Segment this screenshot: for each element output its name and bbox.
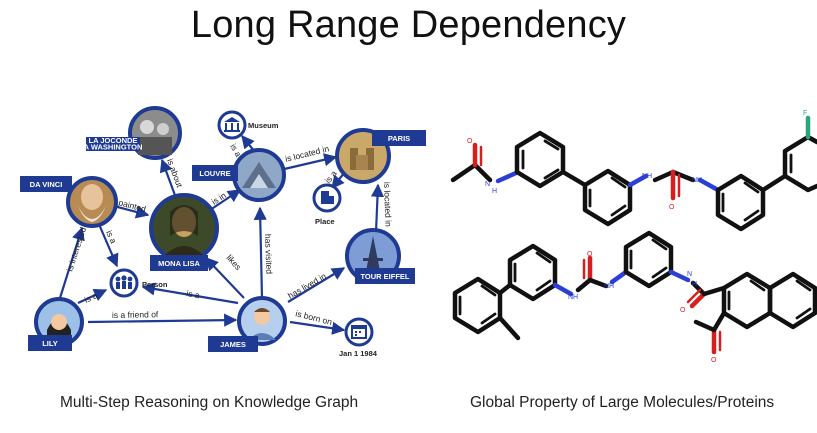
date-label: Jan 1 1984 xyxy=(339,349,378,358)
edge-james-monalisa xyxy=(205,257,245,299)
slide-title: Long Range Dependency xyxy=(190,4,627,46)
edge-james-eiffel xyxy=(287,267,346,303)
knowledge-graph: is interested in painted is a is about i… xyxy=(20,106,426,358)
benzene-ring-4 xyxy=(782,134,817,179)
caption-molecules: Global Property of Large Molecules/Prote… xyxy=(470,394,775,411)
benzene-ring-1 xyxy=(514,130,566,189)
museum-icon xyxy=(224,117,240,132)
edge-label-is-about: is about xyxy=(165,157,185,189)
molecule-bottom xyxy=(452,230,817,355)
edge-monalisa-louvre xyxy=(209,189,242,211)
edge-louvre-paris xyxy=(279,153,338,172)
joconde-label-line1: LA JOCONDE xyxy=(89,136,138,145)
edge-label-has-lived-in: has lived in xyxy=(286,271,328,301)
molecule-bottom-atoms: NH NH O N H O O xyxy=(568,251,717,364)
node-da-vinci: DA VINCI xyxy=(20,176,118,228)
atom-o4: O xyxy=(680,307,686,314)
edge-davinci-person xyxy=(96,221,119,268)
node-paris: PARIS xyxy=(335,128,426,184)
edge-james-date xyxy=(289,320,346,335)
edge-lily-person xyxy=(77,289,108,304)
calendar-icon xyxy=(351,325,367,339)
edge-james-louvre xyxy=(253,206,267,299)
node-lily: LILY xyxy=(28,297,84,351)
atom-n2: N xyxy=(687,271,692,278)
node-museum: Museum xyxy=(217,110,279,140)
edge-monalisa-joconde xyxy=(159,158,178,199)
edge-label-is-in: is in xyxy=(210,190,228,207)
atom-o5: O xyxy=(711,357,717,364)
atom-o1: O xyxy=(467,138,473,145)
museum-label: Museum xyxy=(248,121,279,130)
da-vinci-label: DA VINCI xyxy=(30,180,63,189)
node-mona-lisa: MONA LISA xyxy=(149,193,219,271)
caption-knowledge-graph: Multi-Step Reasoning on Knowledge Graph xyxy=(60,394,359,411)
node-tour-eiffel: TOUR EIFFEL xyxy=(345,228,415,284)
acetyl-chain xyxy=(450,162,493,183)
naphthalene-ring-b xyxy=(767,271,817,330)
james-label: JAMES xyxy=(220,340,246,349)
naphthalene-ring-a xyxy=(721,271,773,330)
edge-james-person xyxy=(141,282,239,305)
atom-nh2: NH xyxy=(692,177,702,184)
node-date: Jan 1 1984 xyxy=(339,317,378,358)
benzene-ring-3 xyxy=(715,173,766,232)
atom-h1: H xyxy=(492,188,497,195)
edge-label-likes: likes xyxy=(225,253,244,272)
molecule-top xyxy=(450,115,817,232)
benzene-ring-5 xyxy=(452,276,503,335)
node-joconde: LA JOCONDE A WASHINGTON xyxy=(84,106,182,160)
atom-nh1: NH xyxy=(642,173,652,180)
edge-lily-james xyxy=(87,313,238,327)
place-label: Place xyxy=(315,217,335,226)
lily-label: LILY xyxy=(42,339,58,348)
edge-label-is-a-friend-of: is a friend of xyxy=(112,309,159,320)
node-place: Place xyxy=(312,183,342,226)
atom-o3: O xyxy=(587,251,593,258)
atom-f: F xyxy=(803,110,807,117)
people-icon xyxy=(115,275,133,289)
atom-nh4: NH xyxy=(604,283,614,290)
node-person: Person xyxy=(109,268,168,298)
molecules: N H O NH NH O F xyxy=(450,110,817,364)
edge-label-is-a-lily: is a xyxy=(83,290,99,305)
node-louvre: LOUVRE xyxy=(192,148,286,202)
paris-label: PARIS xyxy=(388,134,410,143)
joconde-label-line2: A WASHINGTON xyxy=(84,143,143,152)
mona-lisa-label: MONA LISA xyxy=(158,259,200,268)
atom-h2: H xyxy=(692,281,697,288)
molecule-top-atoms: N H O NH NH O F xyxy=(467,110,807,211)
edge-label-is-a-james: is a xyxy=(186,288,201,300)
edge-lily-davinci xyxy=(58,226,85,299)
atom-n1: N xyxy=(485,181,490,188)
edge-label-is-located-in-eiffel: is located in xyxy=(382,182,394,227)
atom-o2: O xyxy=(669,204,675,211)
benzene-ring-7 xyxy=(623,230,674,289)
atom-nh3: NH xyxy=(568,294,578,301)
node-james: JAMES xyxy=(208,296,287,352)
tour-eiffel-label: TOUR EIFFEL xyxy=(360,272,409,281)
louvre-label: LOUVRE xyxy=(199,169,230,178)
edge-label-has-visited: has visited xyxy=(263,234,274,275)
person-label: Person xyxy=(142,280,168,289)
benzene-ring-2 xyxy=(582,168,633,227)
building-icon xyxy=(321,191,334,204)
benzene-ring-6 xyxy=(507,243,558,302)
edge-eiffel-paris xyxy=(370,183,385,233)
